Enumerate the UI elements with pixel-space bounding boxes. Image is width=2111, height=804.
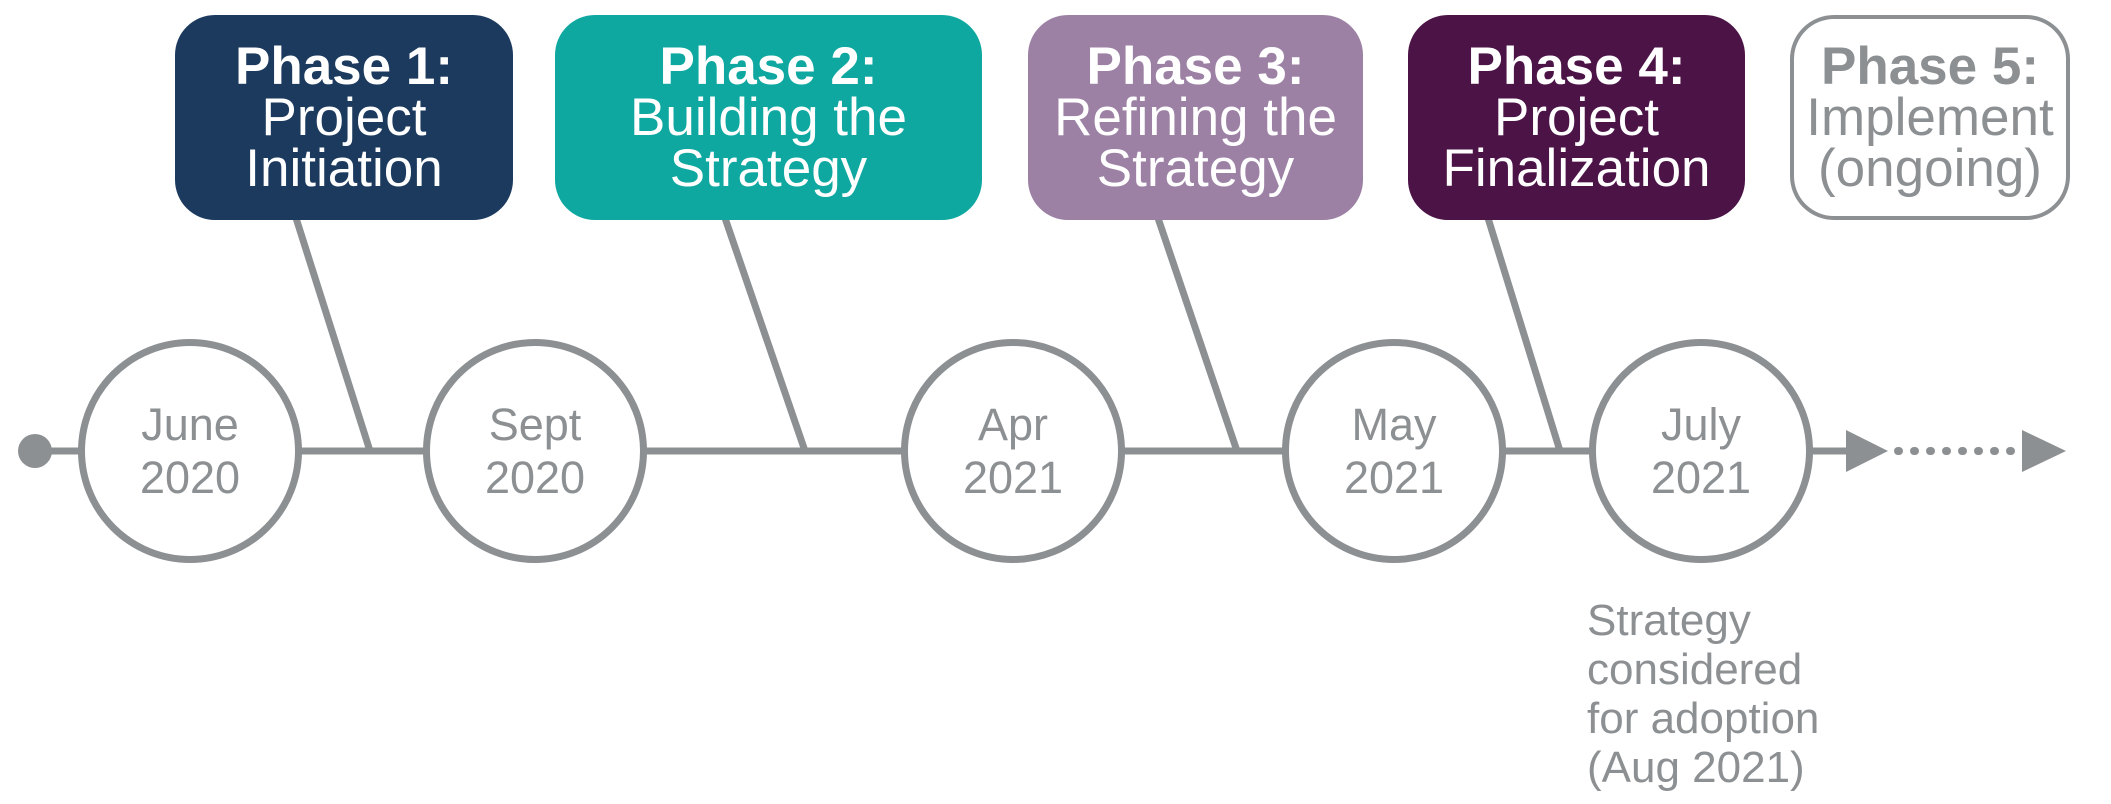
connector-phase-4 bbox=[1484, 216, 1564, 453]
milestone-year: 2021 bbox=[962, 452, 1064, 503]
milestone-year: 2020 bbox=[139, 452, 241, 503]
phase-box-4: Phase 4: Project Finalization bbox=[1408, 15, 1745, 220]
phase-box-text: Phase 4: Project Finalization bbox=[1442, 37, 1711, 198]
note-line: (Aug 2021) bbox=[1587, 743, 1805, 792]
phase-subtitle-line: Project bbox=[1494, 88, 1659, 147]
note-line: for adoption bbox=[1587, 694, 1820, 743]
phase-box-text: Phase 3: Refining the Strategy bbox=[1054, 37, 1337, 198]
end-arrowhead-icon bbox=[2022, 430, 2066, 472]
milestone-circle-june-2020: June 2020 bbox=[78, 339, 302, 563]
milestone-month: Sept bbox=[488, 399, 582, 450]
milestone-circle-sept-2020: Sept 2020 bbox=[423, 339, 647, 563]
phase-box-3: Phase 3: Refining the Strategy bbox=[1028, 15, 1363, 220]
phase-box-text: Phase 2: Building the Strategy bbox=[630, 37, 907, 198]
milestone-year: 2021 bbox=[1343, 452, 1445, 503]
milestone-circle-july-2021: July 2021 bbox=[1589, 339, 1813, 563]
phase-box-5: Phase 5: Implement (ongoing) bbox=[1790, 15, 2070, 220]
milestone-circle-may-2021: May 2021 bbox=[1282, 339, 1506, 563]
note-strategy-adoption: Strategy considered for adoption (Aug 20… bbox=[1587, 596, 1819, 792]
milestone-year: 2020 bbox=[484, 452, 586, 503]
phase-title: Phase 5: bbox=[1820, 37, 2039, 96]
phase-box-text: Phase 1: Project Initiation bbox=[234, 37, 453, 198]
phase-subtitle-line: (ongoing) bbox=[1818, 139, 2042, 198]
phase-subtitle-line: Strategy bbox=[1096, 139, 1295, 198]
phase-subtitle-line: Strategy bbox=[669, 139, 868, 198]
phase-title: Phase 4: bbox=[1467, 37, 1686, 96]
phase-subtitle-line: Implement bbox=[1806, 88, 2054, 147]
phase-subtitle-line: Project bbox=[261, 88, 427, 147]
note-line: considered bbox=[1587, 645, 1803, 694]
milestone-month: May bbox=[1351, 399, 1437, 450]
phase-subtitle-line: Initiation bbox=[245, 139, 443, 198]
phase-box-2: Phase 2: Building the Strategy bbox=[555, 15, 982, 220]
milestone-circle-apr-2021: Apr 2021 bbox=[901, 339, 1125, 563]
connector-phase-3 bbox=[1154, 216, 1241, 453]
milestone-month: June bbox=[141, 399, 239, 450]
timeline-start-dot bbox=[18, 434, 52, 468]
milestone-month: July bbox=[1660, 399, 1742, 450]
phase-subtitle-line: Building the bbox=[630, 88, 907, 147]
phase-title: Phase 3: bbox=[1086, 37, 1305, 96]
phase-title: Phase 2: bbox=[659, 37, 878, 96]
phase-subtitle-line: Finalization bbox=[1442, 139, 1711, 198]
milestone-year: 2021 bbox=[1650, 452, 1752, 503]
phase-box-text: Phase 5: Implement (ongoing) bbox=[1806, 37, 2054, 198]
phase-box-1: Phase 1: Project Initiation bbox=[175, 15, 513, 220]
phase-title: Phase 1: bbox=[234, 37, 453, 96]
milestone-month: Apr bbox=[977, 399, 1049, 450]
connector-phase-1 bbox=[292, 216, 374, 453]
note-line: Strategy bbox=[1587, 596, 1751, 645]
solid-arrowhead-icon bbox=[1846, 430, 1888, 472]
phase-subtitle-line: Refining the bbox=[1054, 88, 1337, 147]
connector-phase-2 bbox=[721, 216, 809, 453]
